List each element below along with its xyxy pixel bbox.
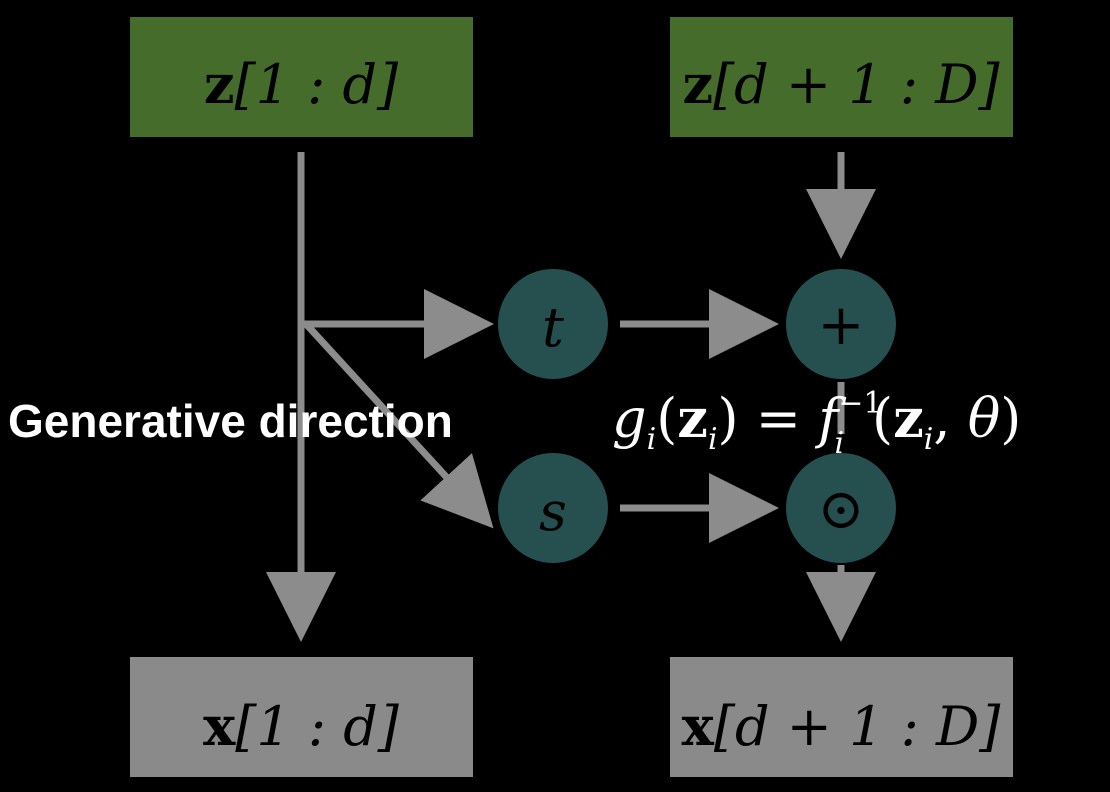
z-top-left-box: z[1 : d] <box>130 17 473 137</box>
x-bottom-right-box: x[d + 1 : D] <box>670 657 1013 777</box>
x-symbol: x <box>203 694 236 758</box>
x-range: [1 : d] <box>235 695 400 758</box>
plus-label: + <box>818 293 865 358</box>
x-symbol: x <box>682 694 715 758</box>
z-symbol: z <box>682 52 713 116</box>
z-top-right-box: z[d + 1 : D] <box>670 17 1013 137</box>
node-odot: ⊙ <box>786 453 896 563</box>
arrow-to-s <box>303 321 494 529</box>
z-range: [d + 1 : D] <box>713 53 1000 116</box>
node-s: s <box>498 453 608 563</box>
x-range: [d + 1 : D] <box>714 695 1001 758</box>
s-label: s <box>539 480 567 543</box>
z-symbol: z <box>204 52 235 116</box>
odot-label: ⊙ <box>818 477 865 542</box>
x-bottom-left-box: x[1 : d] <box>130 657 473 777</box>
svg-text:z[d + 1 : D]: z[d + 1 : D] <box>682 52 1000 116</box>
z-range: [1 : d] <box>235 53 400 116</box>
svg-text:x[1 : d]: x[1 : d] <box>203 694 400 758</box>
t-label: t <box>542 296 564 359</box>
svg-text:z[1 : d]: z[1 : d] <box>204 52 399 116</box>
node-plus: + <box>786 269 896 379</box>
node-t: t <box>498 269 608 379</box>
svg-text:x[d + 1 : D]: x[d + 1 : D] <box>682 694 1002 758</box>
caption-label: Generative direction <box>8 395 453 447</box>
